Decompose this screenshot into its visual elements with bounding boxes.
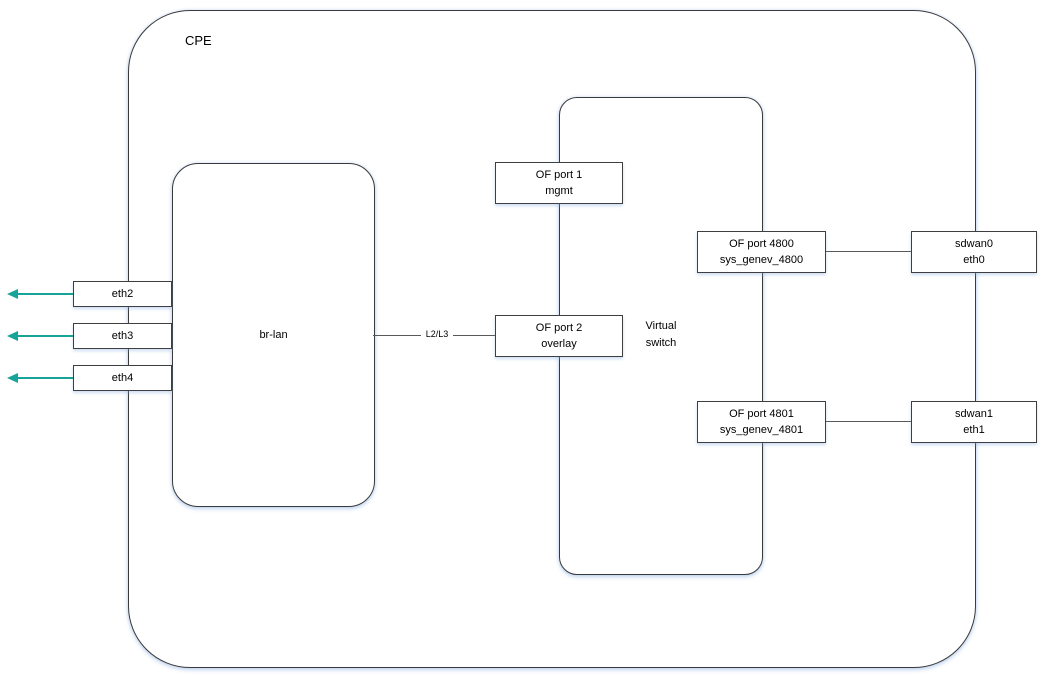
edge-label-l2l3: L2/L3	[421, 329, 453, 340]
br-lan-label: br-lan	[259, 329, 288, 341]
node-eth3: eth3	[73, 323, 172, 349]
node-eth3-label: eth3	[111, 330, 134, 342]
node-sdwan0-line2: eth0	[963, 254, 985, 266]
node-eth4-label: eth4	[111, 372, 134, 384]
node-of-port2-overlay: OF port 2 overlay	[495, 315, 623, 357]
node-of-port1-line1: OF port 1	[535, 169, 583, 181]
node-of-port4800-line1: OF port 4800	[729, 238, 794, 250]
br-lan-shape: br-lan	[172, 163, 375, 507]
edge-of-port4800-to-sdwan0	[825, 251, 912, 253]
node-sdwan1: sdwan1 eth1	[911, 401, 1037, 443]
eth2-egress-arrow-line	[16, 293, 73, 296]
node-of-port1-line2: mgmt	[545, 185, 573, 197]
node-of-port4801-line1: OF port 4801	[729, 408, 794, 420]
node-of-port1-mgmt: OF port 1 mgmt	[495, 162, 623, 204]
node-eth2: eth2	[73, 281, 172, 307]
eth4-egress-arrow-line	[16, 377, 73, 380]
eth4-egress-arrow-left-icon	[7, 373, 18, 383]
cpe-label: CPE	[185, 33, 212, 48]
node-of-port4801: OF port 4801 sys_genev_4801	[697, 401, 826, 443]
node-of-port2-line2: overlay	[541, 338, 577, 350]
node-of-port2-line1: OF port 2	[535, 322, 583, 334]
node-sdwan0-line1: sdwan0	[955, 238, 993, 250]
node-sdwan0: sdwan0 eth0	[911, 231, 1037, 273]
eth2-egress-arrow-left-icon	[7, 289, 18, 299]
eth3-egress-arrow-line	[16, 335, 73, 338]
node-of-port4801-line2: sys_genev_4801	[719, 424, 804, 436]
edge-of-port4801-to-sdwan1	[825, 421, 912, 423]
node-of-port4800-line2: sys_genev_4800	[719, 254, 804, 266]
node-of-port4800: OF port 4800 sys_genev_4800	[697, 231, 826, 273]
node-eth2-label: eth2	[111, 288, 134, 300]
node-eth4: eth4	[73, 365, 172, 391]
virtual-switch-label: Virtual switch	[645, 320, 677, 349]
node-sdwan1-line2: eth1	[963, 424, 985, 436]
node-sdwan1-line1: sdwan1	[955, 408, 993, 420]
eth3-egress-arrow-left-icon	[7, 331, 18, 341]
